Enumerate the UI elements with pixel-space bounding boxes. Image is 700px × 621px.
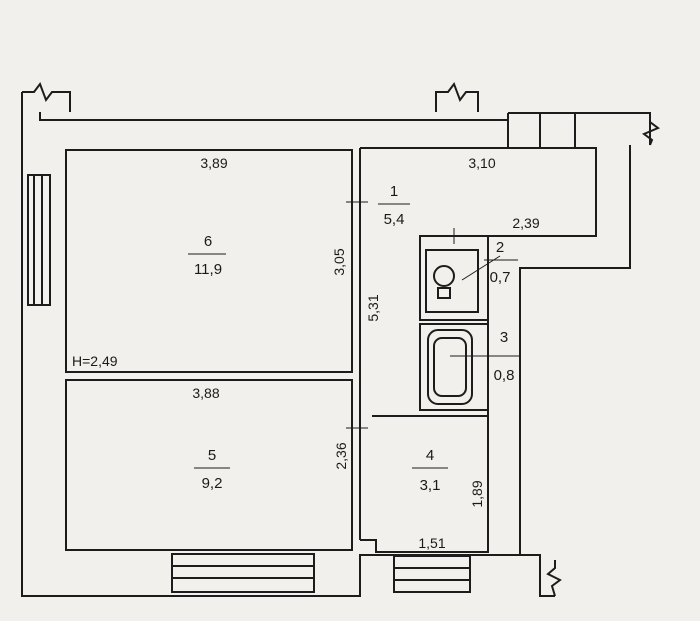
room-5-area: 9,2 [202, 475, 223, 492]
north-east-wall [508, 112, 651, 145]
bathtub-icon [427, 329, 473, 405]
window-bottom-5 [171, 553, 315, 593]
dim-room6-depth: 3,05 [331, 248, 347, 275]
break-bottom-right [546, 560, 562, 597]
east-wall [519, 145, 631, 555]
room-1-area: 5,4 [384, 211, 405, 228]
dim-room6-width: 3,89 [200, 155, 227, 171]
break-right [642, 121, 660, 146]
room-3-number: 3 [500, 329, 508, 346]
room-2-area: 0,7 [490, 269, 511, 286]
room-2-number: 2 [496, 239, 504, 256]
toilet-tank [425, 249, 479, 313]
room-6-number: 6 [204, 233, 212, 250]
dim-hall-length: 5,31 [365, 294, 381, 321]
room-6-area: 11,9 [194, 261, 222, 278]
north-wall [39, 112, 509, 121]
room-3-outline [419, 323, 489, 411]
dim-room5-depth: 2,36 [333, 442, 349, 469]
room-5-outline [65, 379, 353, 551]
hall-niche [507, 113, 576, 148]
dim-room4-width: 1,51 [418, 535, 445, 551]
dim-room5-width: 3,88 [192, 385, 219, 401]
room-6-outline [65, 149, 353, 373]
room-5-number: 5 [208, 447, 216, 464]
room-4-number: 4 [426, 447, 434, 464]
dim-room4-depth: 1,89 [469, 480, 485, 507]
ceiling-height: H=2,49 [72, 353, 118, 369]
dim-hall-width: 3,10 [468, 155, 495, 171]
window-left [27, 174, 51, 306]
dim-hall-inner-width: 2,39 [512, 215, 539, 231]
room-3-area: 0,8 [494, 367, 515, 384]
room-4-area: 3,1 [420, 477, 441, 494]
window-bottom-4 [393, 555, 471, 593]
break-left [22, 81, 71, 112]
room-1-number: 1 [390, 183, 398, 200]
outer-wall [21, 92, 555, 597]
toilet-bowl-icon [433, 265, 455, 287]
break-top-middle [435, 81, 479, 112]
room-4-outline [360, 415, 489, 553]
